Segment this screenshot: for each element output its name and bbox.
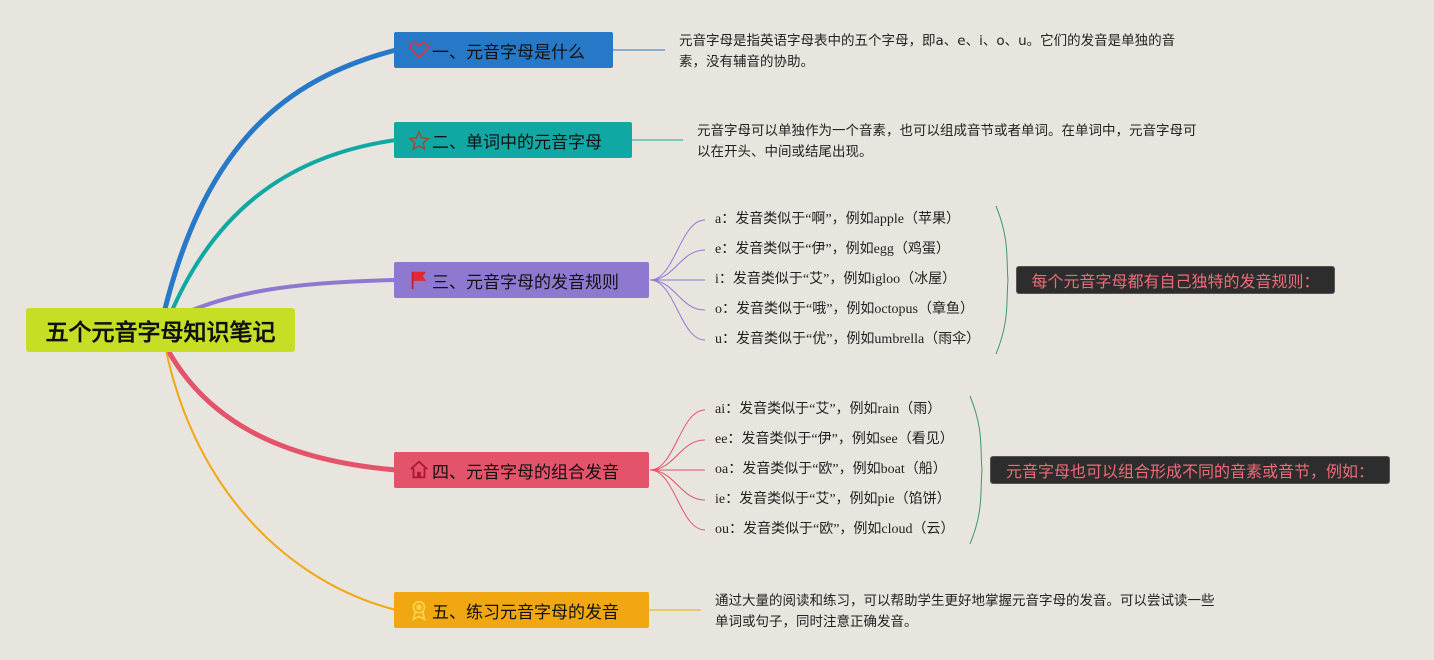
rule-item-o[interactable]: o：发音类似于“哦”，例如octopus（章鱼） bbox=[715, 302, 974, 317]
summary-brace-4 bbox=[969, 395, 983, 545]
topic-4-title: 四、元音字母的组合发音 bbox=[432, 462, 619, 483]
root-topic[interactable]: 五个元音字母知识笔记 bbox=[26, 308, 295, 352]
branch-line-5 bbox=[163, 339, 397, 611]
combo-item-ee[interactable]: ee：发音类似于“伊”，例如see（看见） bbox=[715, 432, 954, 447]
topic-3-title: 三、元音字母的发音规则 bbox=[432, 272, 619, 293]
topic-5-title: 五、练习元音字母的发音 bbox=[432, 602, 619, 623]
topic-2-title: 二、单词中的元音字母 bbox=[432, 132, 602, 153]
summary-brace-3 bbox=[995, 205, 1009, 355]
topic-4[interactable]: 四、元音字母的组合发音 bbox=[394, 452, 649, 488]
rule-item-u[interactable]: u：发音类似于“优”，例如umbrella（雨伞） bbox=[715, 332, 981, 347]
heart-icon bbox=[408, 39, 430, 61]
rule-item-a[interactable]: a：发音类似于“啊”，例如apple（苹果） bbox=[715, 212, 960, 227]
rule-item-e[interactable]: e：发音类似于“伊”，例如egg（鸡蛋） bbox=[715, 242, 950, 257]
combo-item-oa[interactable]: oa：发音类似于“欧”，例如boat（船） bbox=[715, 462, 947, 477]
topic-2-description: 元音字母可以单独作为一个音素，也可以组成音节或者单词。在单词中，元音字母可以在开… bbox=[697, 123, 1197, 160]
combo-item-ie[interactable]: ie：发音类似于“艾”，例如pie（馅饼） bbox=[715, 492, 951, 507]
branch-line-4 bbox=[157, 333, 397, 473]
topic-5-description: 通过大量的阅读和练习，可以帮助学生更好地掌握元音字母的发音。可以尝试读一些单词或… bbox=[715, 593, 1215, 630]
topic-2[interactable]: 二、单词中的元音字母 bbox=[394, 122, 632, 158]
star-icon bbox=[408, 129, 430, 151]
flag-icon bbox=[408, 269, 430, 291]
topic-1-description: 元音字母是指英语字母表中的五个字母，即a、e、i、o、u。它们的发音是单独的音素… bbox=[679, 33, 1176, 70]
award-icon bbox=[408, 599, 430, 621]
topic-3[interactable]: 三、元音字母的发音规则 bbox=[394, 262, 649, 298]
summary-combinations[interactable]: 元音字母也可以组合形成不同的音素或音节，例如： bbox=[990, 456, 1390, 484]
summary-rules[interactable]: 每个元音字母都有自己独特的发音规则： bbox=[1016, 266, 1335, 294]
topic-1-title: 一、元音字母是什么 bbox=[432, 42, 585, 63]
branch-line-1 bbox=[157, 47, 397, 331]
topic-1[interactable]: 一、元音字母是什么 bbox=[394, 32, 613, 68]
root-title: 五个元音字母知识笔记 bbox=[45, 320, 276, 346]
home-icon bbox=[408, 459, 430, 481]
combo-item-ai[interactable]: ai：发音类似于“艾”，例如rain（雨） bbox=[715, 402, 942, 417]
branch-line-2 bbox=[162, 138, 397, 331]
topic-5[interactable]: 五、练习元音字母的发音 bbox=[394, 592, 649, 628]
rule-item-i[interactable]: i：发音类似于“艾”，例如igloo（冰屋） bbox=[715, 272, 957, 287]
combo-item-ou[interactable]: ou：发音类似于“欧”，例如cloud（云） bbox=[715, 522, 955, 537]
